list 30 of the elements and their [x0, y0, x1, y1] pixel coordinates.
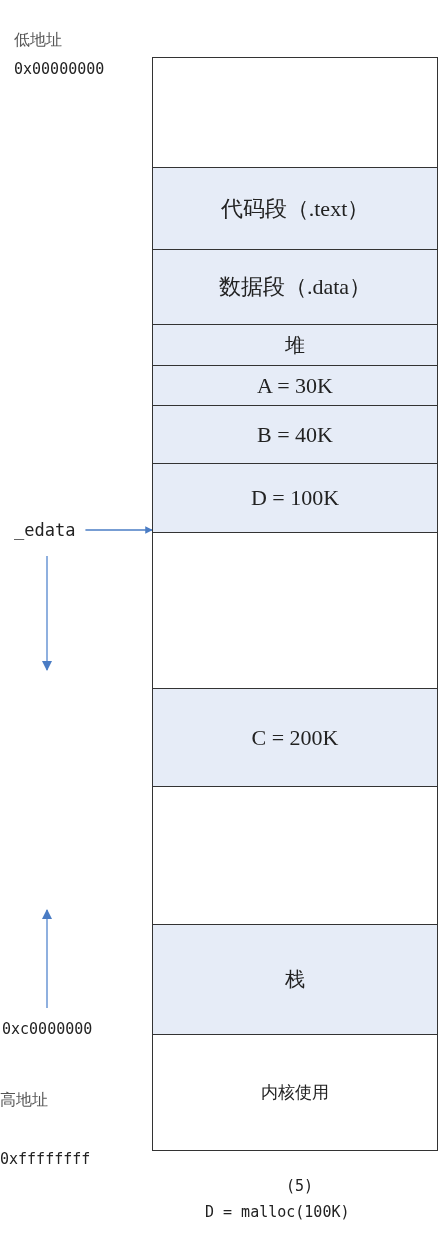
memory-segment: [152, 688, 438, 787]
segment-label: C = 200K: [251, 724, 339, 751]
memory-segment: [152, 324, 438, 366]
code-statement: D = malloc(100K): [205, 1203, 350, 1221]
memory-segment: [152, 167, 438, 250]
arrow: [84, 526, 153, 534]
address-value: 0x00000000: [14, 60, 105, 78]
step-number: (5): [286, 1177, 314, 1195]
memory-segment: [152, 365, 438, 406]
segment-label: 内核使用: [261, 1082, 329, 1104]
memory-segment: [152, 405, 438, 464]
pointer-label: _edata: [14, 520, 76, 540]
memory-segment: [152, 1034, 438, 1151]
address-value: 0xc0000000: [2, 1020, 93, 1038]
segment-label: B = 40K: [257, 421, 333, 448]
memory-segment: [152, 463, 438, 533]
empty-segment: [152, 57, 438, 168]
memory-segment: [152, 924, 438, 1035]
memory-segment: [152, 249, 438, 325]
segment-label: D = 100K: [250, 485, 340, 511]
segment-label: 栈: [285, 967, 305, 992]
address-value: 0xffffffff: [0, 1150, 91, 1168]
address-label: 高地址: [0, 1090, 48, 1111]
empty-segment: [152, 786, 438, 925]
empty-segment: [152, 532, 438, 689]
segment-label: A = 30K: [257, 372, 333, 399]
segment-label: 数据段（.data）: [218, 273, 372, 301]
address-label: 低地址: [14, 30, 62, 51]
segment-label: 堆: [285, 332, 305, 358]
segment-label: 代码段（.text）: [220, 194, 370, 223]
